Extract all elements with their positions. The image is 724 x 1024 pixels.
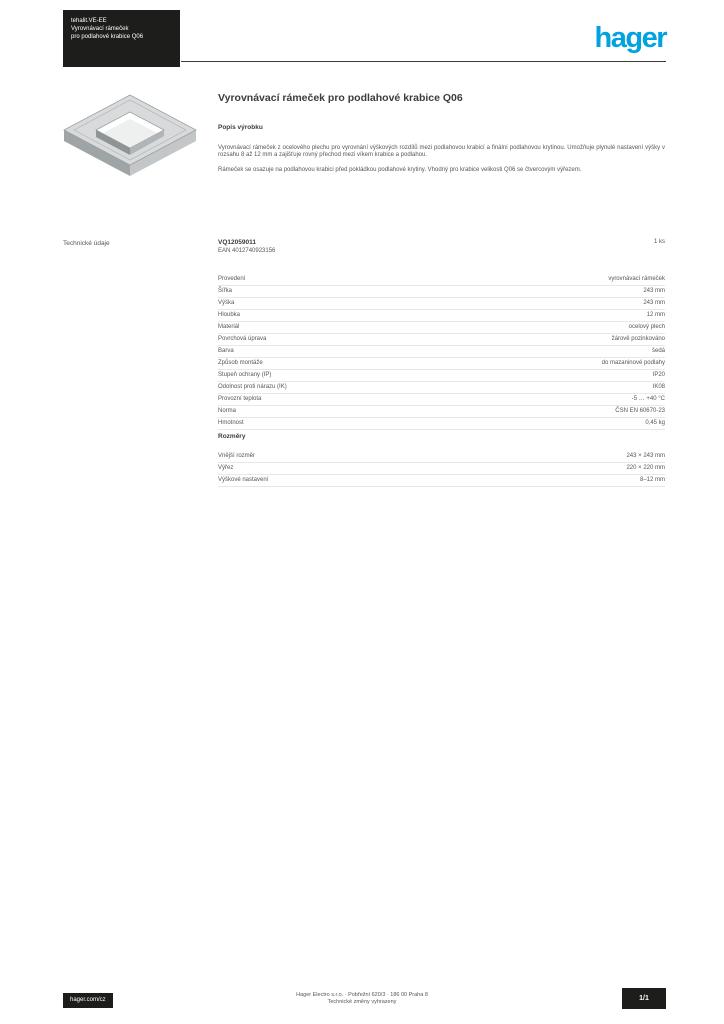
ordering-row: VQ12059011 1 ks: [218, 238, 665, 247]
product-image: [58, 86, 203, 198]
spec-row: Odolnost proti nárazu (IK)IK08: [218, 382, 665, 394]
ordering-info: VQ12059011 1 ks EAN 4012740923156: [218, 238, 665, 256]
header-block-line: Vyrovnávací rámeček: [71, 26, 129, 32]
spec-row: Provozní teplota-5 … +40 °C: [218, 394, 665, 406]
footer-disclaimer-line: Technické změny vyhrazeny: [327, 998, 397, 1005]
header-block-line: tehalit.VE-EE: [71, 18, 107, 24]
order-number: VQ12059011: [218, 239, 256, 246]
header-block-line: pro podlahové krabice Q06: [71, 34, 144, 40]
packaging-quantity: 1 ks: [653, 239, 665, 245]
description-heading: Popis výrobku: [218, 124, 263, 131]
page-title: Vyrovnávací rámeček pro podlahové krabic…: [218, 92, 463, 104]
product-description: Vyrovnávací rámeček z ocelového plechu p…: [218, 145, 665, 174]
spec-row: Stupeň ochrany (IP)IP20: [218, 370, 665, 382]
leveling-frame-illustration: [63, 94, 197, 176]
content-column: Vyrovnávací rámeček pro podlahové krabic…: [218, 92, 665, 181]
description-paragraph: Rámeček se osazuje na podlahovou krabici…: [218, 166, 582, 173]
footer-address-line: Hager Electro s.r.o. · Pobřežní 620/3 · …: [296, 992, 428, 998]
header-divider: [181, 61, 666, 62]
dimensions-heading: Rozměry: [218, 433, 246, 440]
description-paragraph: Vyrovnávací rámeček z ocelového plechu p…: [218, 145, 665, 159]
ordering-row: EAN 4012740923156: [218, 247, 665, 256]
footer-company-info: Hager Electro s.r.o. · Pobřežní 620/3 · …: [242, 992, 482, 1005]
footer-website-link[interactable]: hager.com/cz: [63, 993, 113, 1008]
ean-code: EAN 4012740923156: [218, 248, 276, 254]
hager-logo: hager: [594, 22, 668, 54]
header-product-block: tehalit.VE-EE Vyrovnávací rámeček pro po…: [63, 10, 180, 67]
section-label-technical-data: Technické údaje: [63, 240, 110, 247]
footer-page-indicator: 1/1: [622, 988, 666, 1009]
